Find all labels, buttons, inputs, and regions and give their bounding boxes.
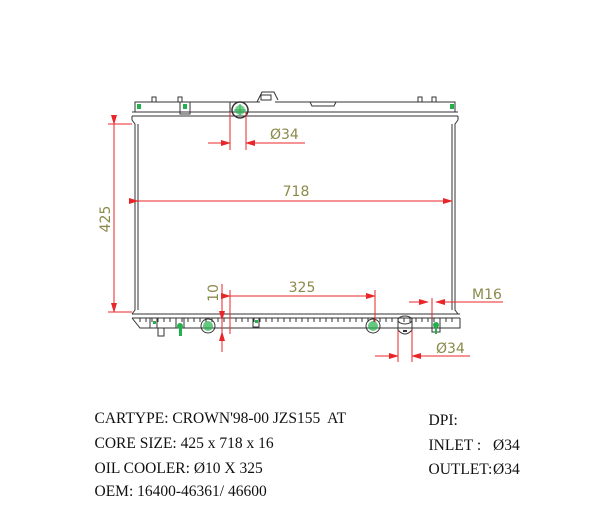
inlet-dimension-label: Ø34 (270, 127, 299, 143)
spec-label: DPI: (428, 412, 458, 429)
spec-label: OUTLET: (428, 461, 493, 478)
spec-dpi: DPI: (413, 394, 458, 448)
spec-value: 425 x 718 x 16 (180, 435, 274, 452)
oil-cooler-length-label: 325 (289, 280, 316, 296)
outlet-dimension-label: Ø34 (436, 341, 465, 357)
inlet-pipe (231, 101, 249, 119)
bottom-fittings (153, 318, 439, 336)
dimension-labels: 425 718 Ø34 10 325 M16 Ø34 (98, 127, 502, 357)
fitting-icon (137, 104, 141, 109)
dimension-lines (108, 112, 503, 362)
width-dimension-label: 718 (283, 184, 310, 200)
fitting-icon (450, 104, 454, 109)
spec-value: Ø10 X 325 (193, 460, 263, 477)
spec-oil-cooler: OIL COOLER: Ø10 X 325 (79, 442, 263, 496)
spec-cartype: CARTYPE: CROWN'98-00 JZS155 AT (79, 392, 347, 446)
spec-label: OIL COOLER: (94, 460, 190, 477)
spec-value: 16400-46361/ 46600 (137, 483, 267, 500)
fitting-icon (183, 104, 187, 109)
height-dimension-label: 425 (98, 206, 114, 233)
top-tank (131, 91, 459, 120)
drain-thread-label: M16 (472, 287, 502, 303)
spec-value: CROWN'98-00 JZS155 AT (172, 410, 347, 427)
spec-oem: OEM: 16400-46361/ 46600 (79, 465, 267, 519)
bottom-tank (131, 313, 461, 337)
spec-value: Ø34 (493, 461, 520, 478)
spec-label: CARTYPE: (94, 410, 169, 427)
radiator-drawing: 425 718 Ø34 10 325 M16 Ø34 (98, 91, 503, 362)
spec-core-size: CORE SIZE: 425 x 718 x 16 (79, 417, 274, 471)
spec-label: OEM: (94, 483, 134, 500)
oil-cooler-offset-label: 10 (206, 284, 222, 302)
core (131, 119, 459, 315)
spec-outlet: OUTLET:Ø34 (413, 443, 520, 497)
spec-inlet: INLET : Ø34 (413, 419, 520, 473)
spec-value: Ø34 (493, 437, 520, 454)
spec-label: CORE SIZE: (94, 435, 177, 452)
spec-label: INLET : (428, 437, 482, 454)
